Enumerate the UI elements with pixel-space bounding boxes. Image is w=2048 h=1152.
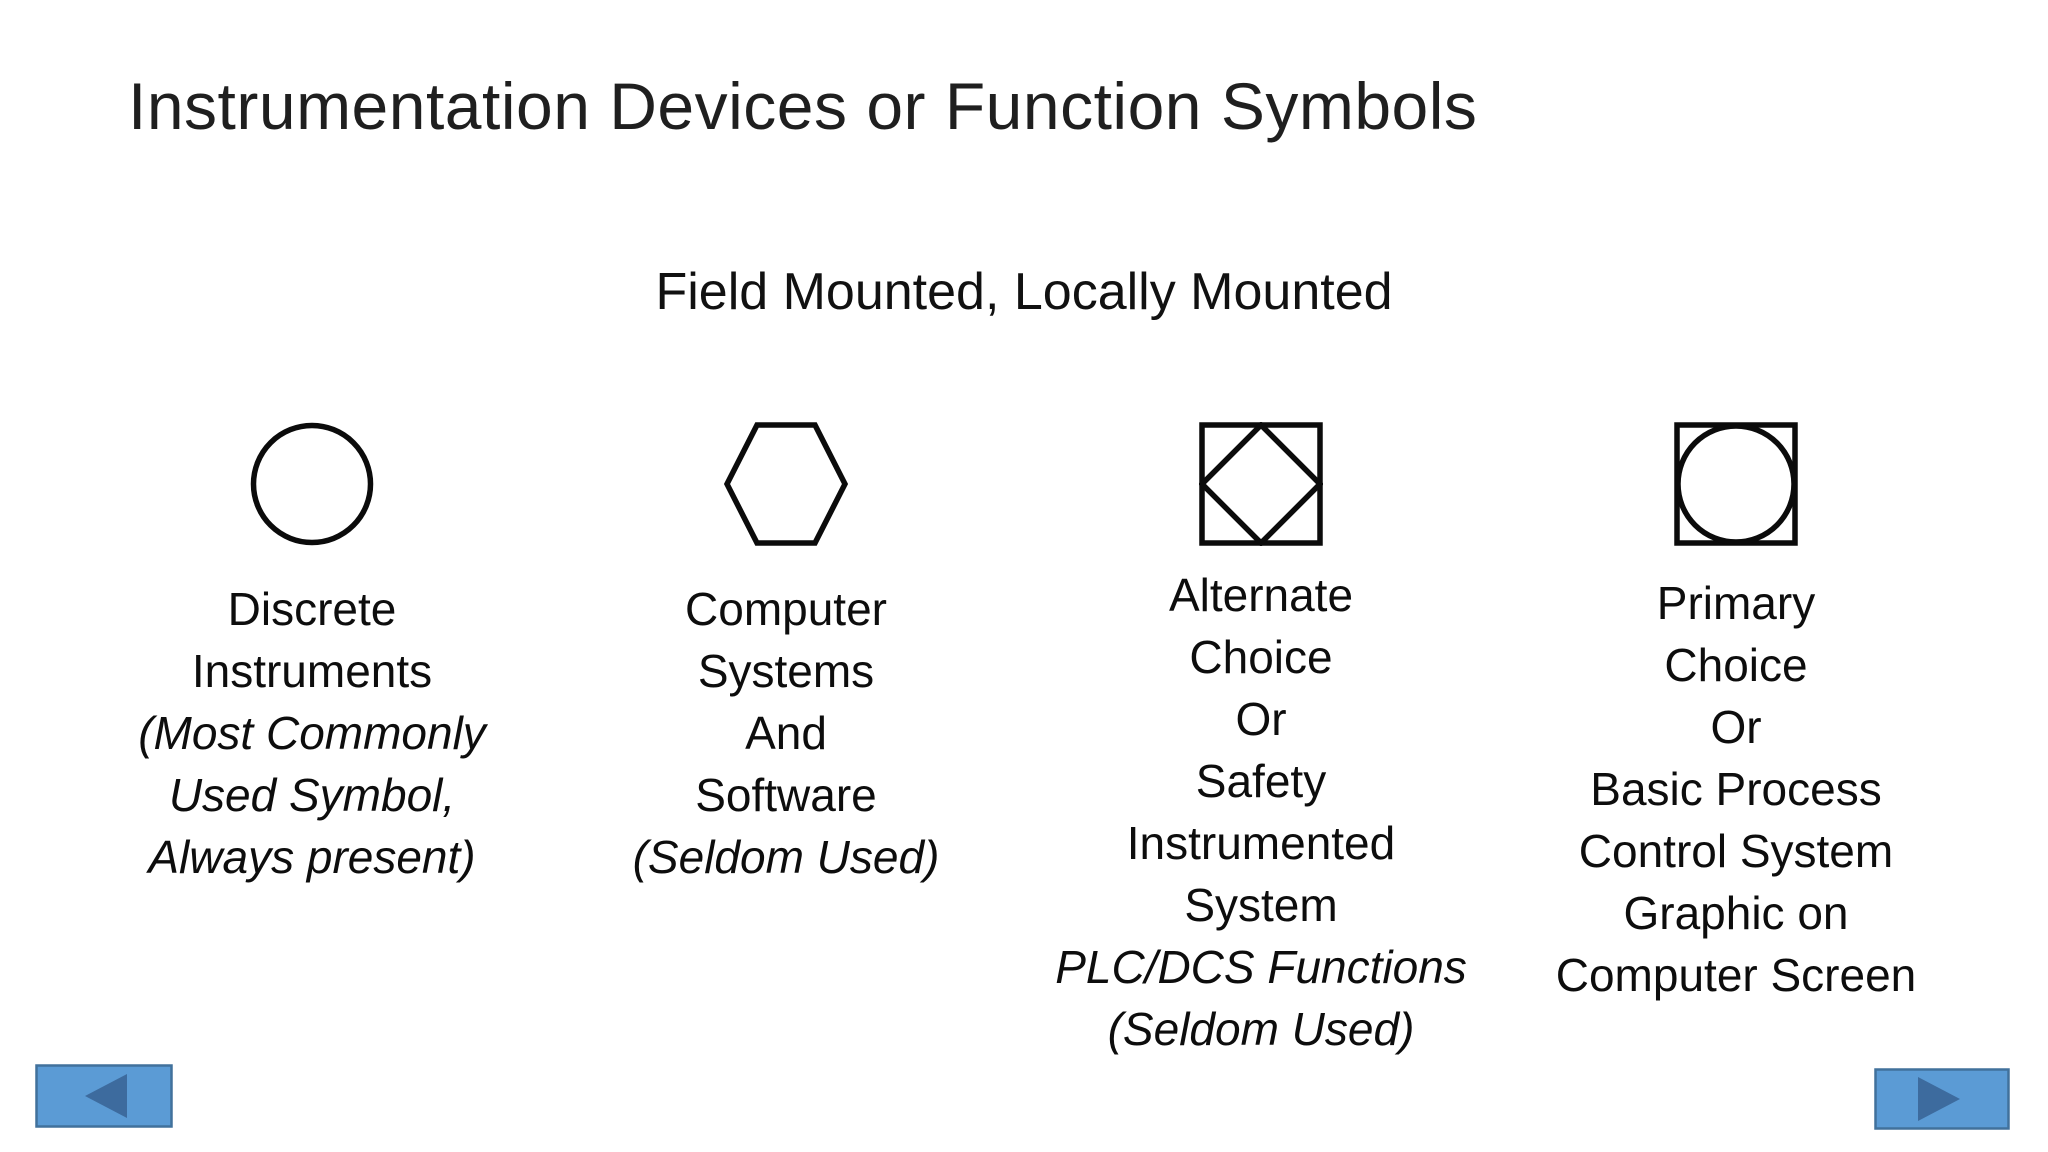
symbol-caption-line: Choice (1189, 631, 1333, 683)
symbol-caption-line: Or (1235, 693, 1287, 745)
symbol-caption-line: (Most Commonly (138, 707, 486, 759)
nav-forward-button[interactable] (1874, 1068, 2010, 1130)
symbol-caption-line: Instruments (191, 645, 433, 697)
symbol-caption-line: Control System (1578, 825, 1894, 877)
symbol-caption-line: Graphic on (1623, 887, 1849, 939)
symbol-caption-line: Safety (1195, 755, 1327, 807)
symbol-caption-line: Discrete (227, 583, 397, 635)
symbol-caption-line: Alternate (1168, 569, 1354, 621)
symbol-caption-line: Used Symbol, (168, 769, 456, 821)
nav-back-button[interactable] (35, 1064, 173, 1128)
square-diamond-symbol (1199, 422, 1323, 546)
hexagon-symbol (724, 422, 848, 546)
symbol-caption-line: Computer (685, 583, 887, 635)
previous-slide-triangle-icon (35, 1064, 173, 1128)
symbol-caption-line: Instrumented (1126, 817, 1396, 869)
symbol-caption-line: Always present) (148, 831, 476, 883)
symbol-caption-line: Choice (1664, 639, 1808, 691)
symbol-caption-line: (Seldom Used) (632, 831, 940, 883)
circle-symbol (250, 422, 374, 546)
symbol-caption-line: Computer Screen (1555, 949, 1917, 1001)
square-circle-symbol (1674, 422, 1798, 546)
slide-title: Instrumentation Devices or Function Symb… (128, 69, 1478, 143)
symbol-caption-line: PLC/DCS Functions (1055, 941, 1467, 993)
symbol-caption-line: Basic Process (1590, 763, 1882, 815)
symbol-caption-line: (Seldom Used) (1107, 1003, 1415, 1055)
symbol-caption-line: Or (1710, 701, 1762, 753)
symbol-caption-line: System (1184, 879, 1338, 931)
symbol-caption-line: Systems (697, 645, 875, 697)
symbol-caption-line: And (745, 707, 827, 759)
symbol-caption-line: Software (695, 769, 877, 821)
symbol-caption-line: Primary (1656, 577, 1816, 629)
next-slide-triangle-icon (1874, 1068, 2010, 1130)
slide-subtitle: Field Mounted, Locally Mounted (655, 263, 1393, 321)
